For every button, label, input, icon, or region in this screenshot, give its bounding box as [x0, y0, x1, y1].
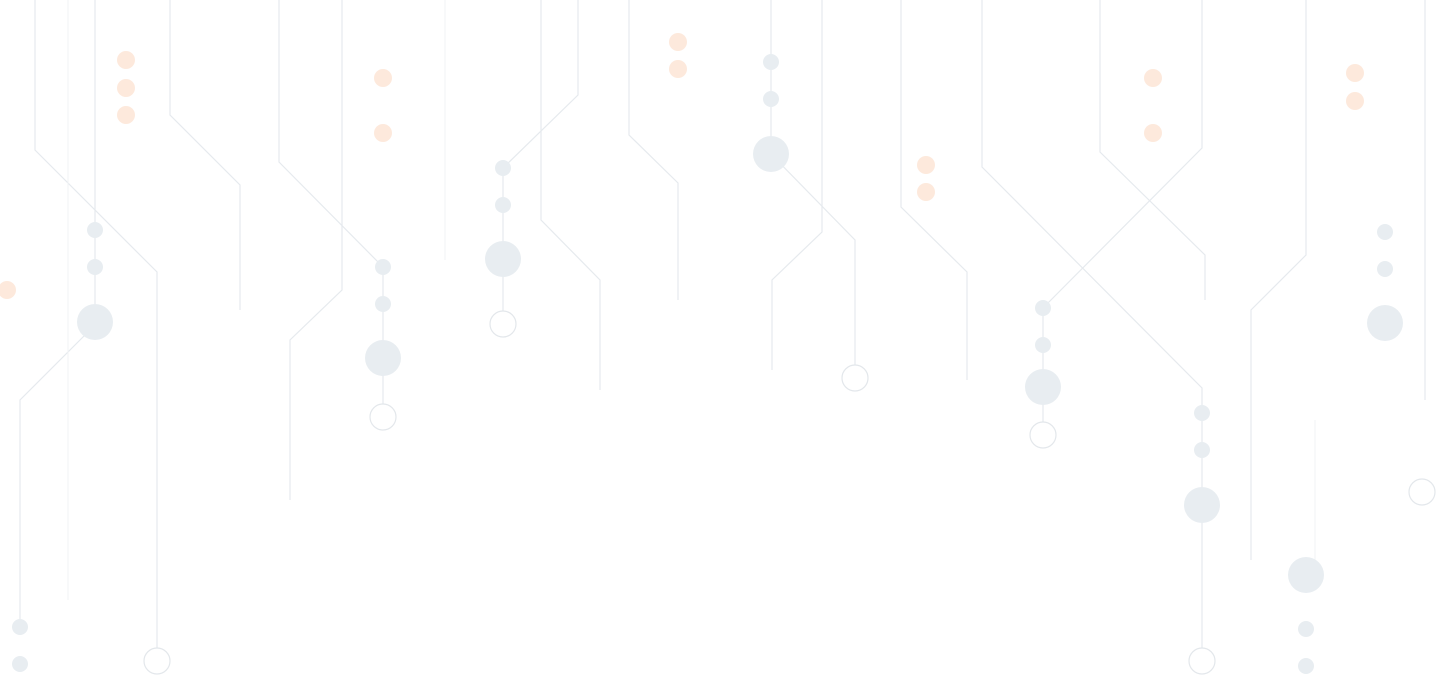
accent-nodes — [0, 33, 1364, 299]
circuit-nodes — [12, 54, 1403, 674]
circuit-terminals — [143, 310, 1436, 675]
circuit-traces — [19, 0, 1426, 648]
